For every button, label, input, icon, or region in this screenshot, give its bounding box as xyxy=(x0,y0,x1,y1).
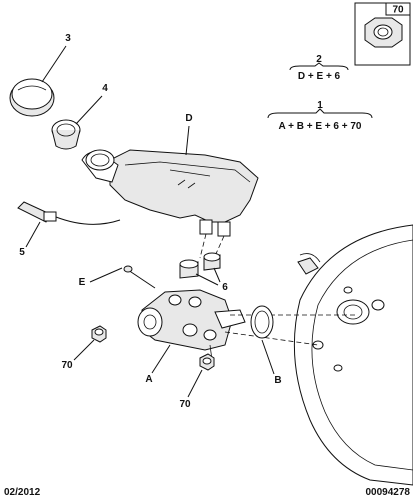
brake-booster xyxy=(293,224,413,486)
reservoir-strainer xyxy=(51,119,81,150)
master-cylinder xyxy=(137,289,246,361)
callout-sensor: 5 xyxy=(19,247,25,258)
formula-1: 1 A + B + E + 6 + 70 xyxy=(267,100,373,132)
booster-clip-icon xyxy=(297,257,319,275)
footer-date: 02/2012 xyxy=(4,487,41,498)
callout-pipe: E xyxy=(79,277,86,288)
callout-nut-bottom: 70 xyxy=(179,399,191,410)
footer-reference: 00094278 xyxy=(366,487,411,498)
formula-2-ref: 2 xyxy=(316,54,322,65)
formula-2-expr: D + E + 6 xyxy=(298,71,341,82)
brake-pipe xyxy=(123,265,156,289)
formula-1-expr: A + B + E + 6 + 70 xyxy=(278,121,361,132)
callout-seal: B xyxy=(274,375,281,386)
feed-line-2 xyxy=(214,235,225,257)
level-sensor xyxy=(17,201,121,225)
grommets xyxy=(179,252,221,279)
formula-1-ref: 1 xyxy=(317,100,323,111)
callout-master-cylinder: A xyxy=(145,374,152,385)
callout-nut-left: 70 xyxy=(61,360,73,371)
callout-grommets: 6 xyxy=(222,282,228,293)
fluid-reservoir xyxy=(81,149,259,237)
nut-left xyxy=(91,325,107,343)
seal-ring xyxy=(250,305,274,339)
nut-icon xyxy=(364,17,403,48)
formula-2: 2 D + E + 6 xyxy=(289,54,349,82)
reservoir-cap xyxy=(9,78,55,117)
callout-strainer: 4 xyxy=(102,83,108,94)
feed-line-1 xyxy=(199,233,207,259)
nut-bottom xyxy=(199,353,215,371)
callout-reservoir: D xyxy=(185,113,192,124)
callout-cap: 3 xyxy=(65,33,71,44)
inset-ref-label: 70 xyxy=(392,5,404,16)
inset-nut-box: 70 xyxy=(354,2,411,66)
